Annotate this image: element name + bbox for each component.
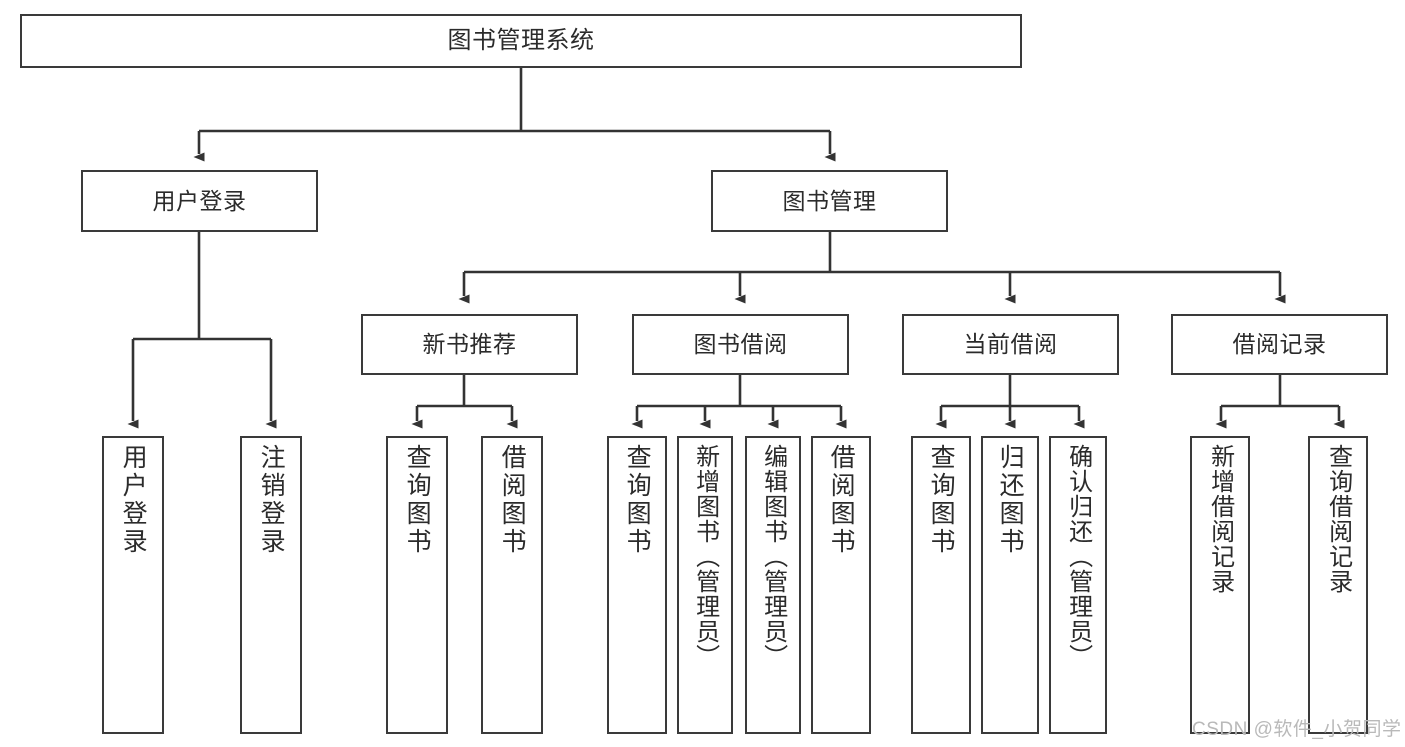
node-label: 借阅图书 <box>498 444 527 556</box>
node-new-book-recommend[interactable]: 新书推荐 <box>361 314 578 375</box>
node-label: 新增借阅记录 <box>1206 444 1234 594</box>
leaf-new-book-borrow-book[interactable]: 借阅图书 <box>481 436 543 734</box>
leaf-borrow-add-book-admin[interactable]: 新增图书（管理员） <box>677 436 733 734</box>
node-label: 图书借阅 <box>693 331 788 358</box>
node-label: 当前借阅 <box>963 331 1058 358</box>
node-label: 归还图书 <box>996 444 1025 556</box>
node-label: 新增图书（管理员） <box>691 444 719 669</box>
leaf-user-login[interactable]: 用户登录 <box>102 436 164 734</box>
node-current-borrow[interactable]: 当前借阅 <box>902 314 1119 375</box>
node-root-system[interactable]: 图书管理系统 <box>20 14 1022 68</box>
node-label: 查询图书 <box>403 444 432 556</box>
node-label: 确认归还（管理员） <box>1064 444 1092 669</box>
node-label: 编辑图书（管理员） <box>759 444 787 669</box>
node-label: 查询图书 <box>623 444 652 556</box>
csdn-watermark: CSDN @软件_小贺同学 <box>1192 719 1402 740</box>
node-label: 查询借阅记录 <box>1324 444 1352 594</box>
leaf-record-query-record[interactable]: 查询借阅记录 <box>1308 436 1368 734</box>
node-borrow-record[interactable]: 借阅记录 <box>1171 314 1388 375</box>
leaf-borrow-borrow-book[interactable]: 借阅图书 <box>811 436 871 734</box>
leaf-record-add-record[interactable]: 新增借阅记录 <box>1190 436 1250 734</box>
node-label: 用户登录 <box>119 444 148 556</box>
leaf-new-book-query-book[interactable]: 查询图书 <box>386 436 448 734</box>
leaf-logout[interactable]: 注销登录 <box>240 436 302 734</box>
node-label: 借阅图书 <box>827 444 856 556</box>
leaf-borrow-edit-book-admin[interactable]: 编辑图书（管理员） <box>745 436 801 734</box>
node-user-login[interactable]: 用户登录 <box>81 170 318 232</box>
leaf-current-query-book[interactable]: 查询图书 <box>911 436 971 734</box>
node-label: 用户登录 <box>152 187 247 214</box>
node-label: 查询图书 <box>927 444 956 556</box>
leaf-borrow-query-book[interactable]: 查询图书 <box>607 436 667 734</box>
node-label: 新书推荐 <box>422 331 517 358</box>
leaf-current-return-book[interactable]: 归还图书 <box>981 436 1039 734</box>
node-book-borrow[interactable]: 图书借阅 <box>632 314 849 375</box>
node-book-management[interactable]: 图书管理 <box>711 170 948 232</box>
node-label: 注销登录 <box>257 444 286 556</box>
node-label: 图书管理 <box>782 187 877 214</box>
node-label: 图书管理系统 <box>447 27 595 55</box>
leaf-current-confirm-return-admin[interactable]: 确认归还（管理员） <box>1049 436 1107 734</box>
node-label: 借阅记录 <box>1232 331 1327 358</box>
